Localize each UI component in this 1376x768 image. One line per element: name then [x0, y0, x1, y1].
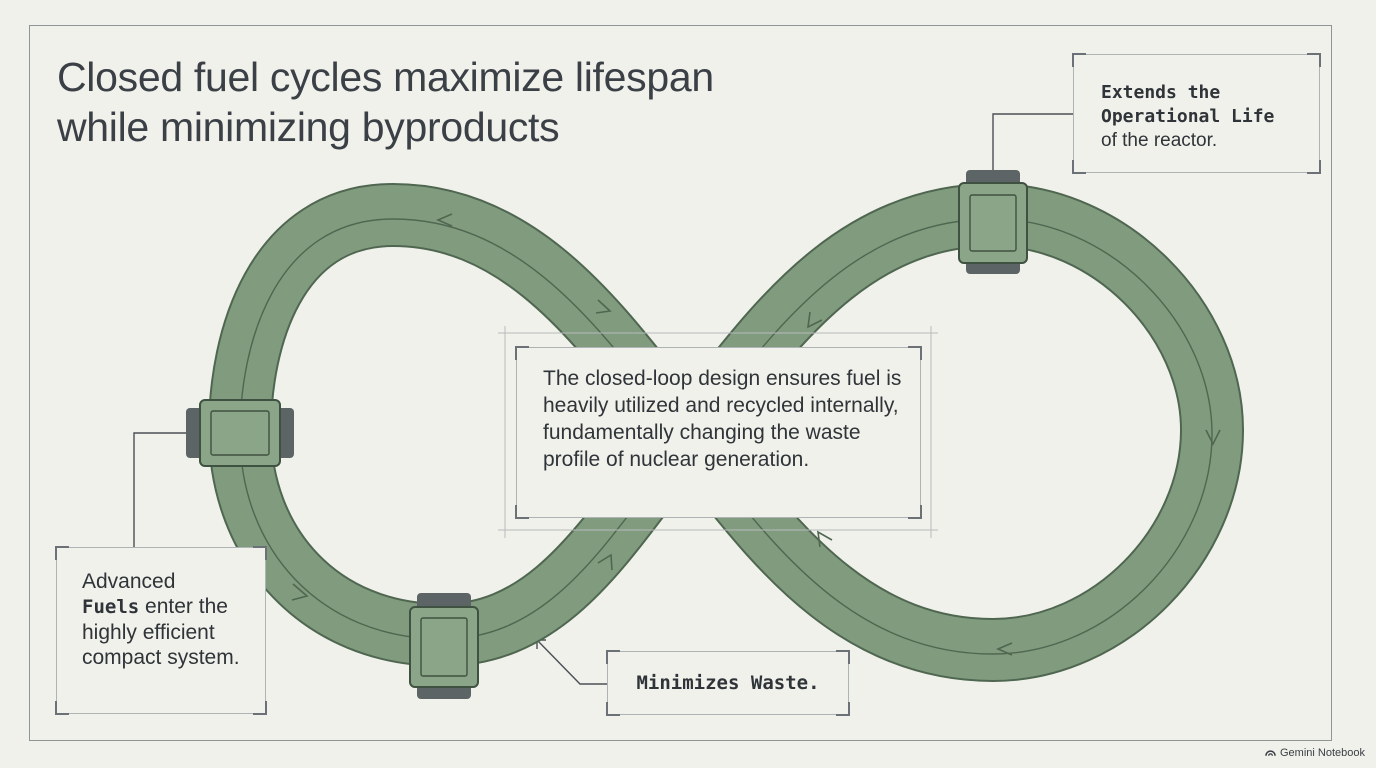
flow-arrow — [807, 311, 823, 329]
footer-branding: Gemini Notebook — [1265, 747, 1365, 759]
callout-operational-life: Extends the Operational Life of the reac… — [1072, 53, 1321, 174]
callout-operational-life-line-3: of the reactor. — [1101, 130, 1218, 151]
callout-fuels-line-3: highly efficient compact system. — [82, 621, 240, 669]
callout-operational-life-line-1: Extends the — [1101, 82, 1221, 103]
module-left — [186, 399, 294, 467]
callout-fuels-keyword: Fuels — [82, 596, 140, 618]
callout-operational-life-text: Extends the Operational Life of the reac… — [1101, 81, 1274, 153]
notebook-logo-icon — [1265, 750, 1276, 756]
flow-arrow — [1205, 429, 1221, 446]
flow-arrow — [597, 553, 613, 571]
flow-arrow — [595, 299, 612, 314]
footer-label: Gemini Notebook — [1280, 747, 1365, 759]
callout-operational-life-line-2: Operational Life — [1101, 106, 1275, 127]
slide-frame — [29, 25, 1332, 741]
flow-arrow — [435, 213, 453, 227]
module-bottom — [409, 593, 479, 699]
flow-arrow — [816, 530, 833, 548]
callout-fuels-text: Advanced Fuels enter the highly efficien… — [82, 569, 262, 670]
title-line-1: Closed fuel cycles maximize lifespan — [57, 54, 714, 100]
callout-fuels-line-2-rest: enter the — [139, 595, 228, 618]
callout-center-text: The closed-loop design ensures fuel is h… — [543, 367, 902, 471]
title-line-2: while minimizing byproducts — [57, 104, 560, 150]
module-top-right — [958, 170, 1028, 274]
callout-fuels-line-1: Advanced — [82, 570, 176, 593]
connector-waste — [536, 639, 607, 685]
callout-fuels: Advanced Fuels enter the highly efficien… — [55, 546, 267, 715]
callout-fuels-line-2: Fuels enter the — [82, 594, 262, 620]
slide-title: Closed fuel cycles maximize lifespan whi… — [57, 52, 714, 152]
connector-fuels — [133, 432, 188, 547]
flow-arrow — [995, 642, 1013, 656]
connector-operational-life — [992, 113, 1073, 180]
callout-center: The closed-loop design ensures fuel is h… — [515, 346, 922, 519]
callout-waste-text: Minimizes Waste. — [636, 672, 820, 694]
center-guides — [498, 326, 938, 538]
flow-arrow — [291, 583, 309, 601]
callout-waste: Minimizes Waste. — [606, 650, 850, 716]
flow-arrows — [291, 213, 1221, 656]
